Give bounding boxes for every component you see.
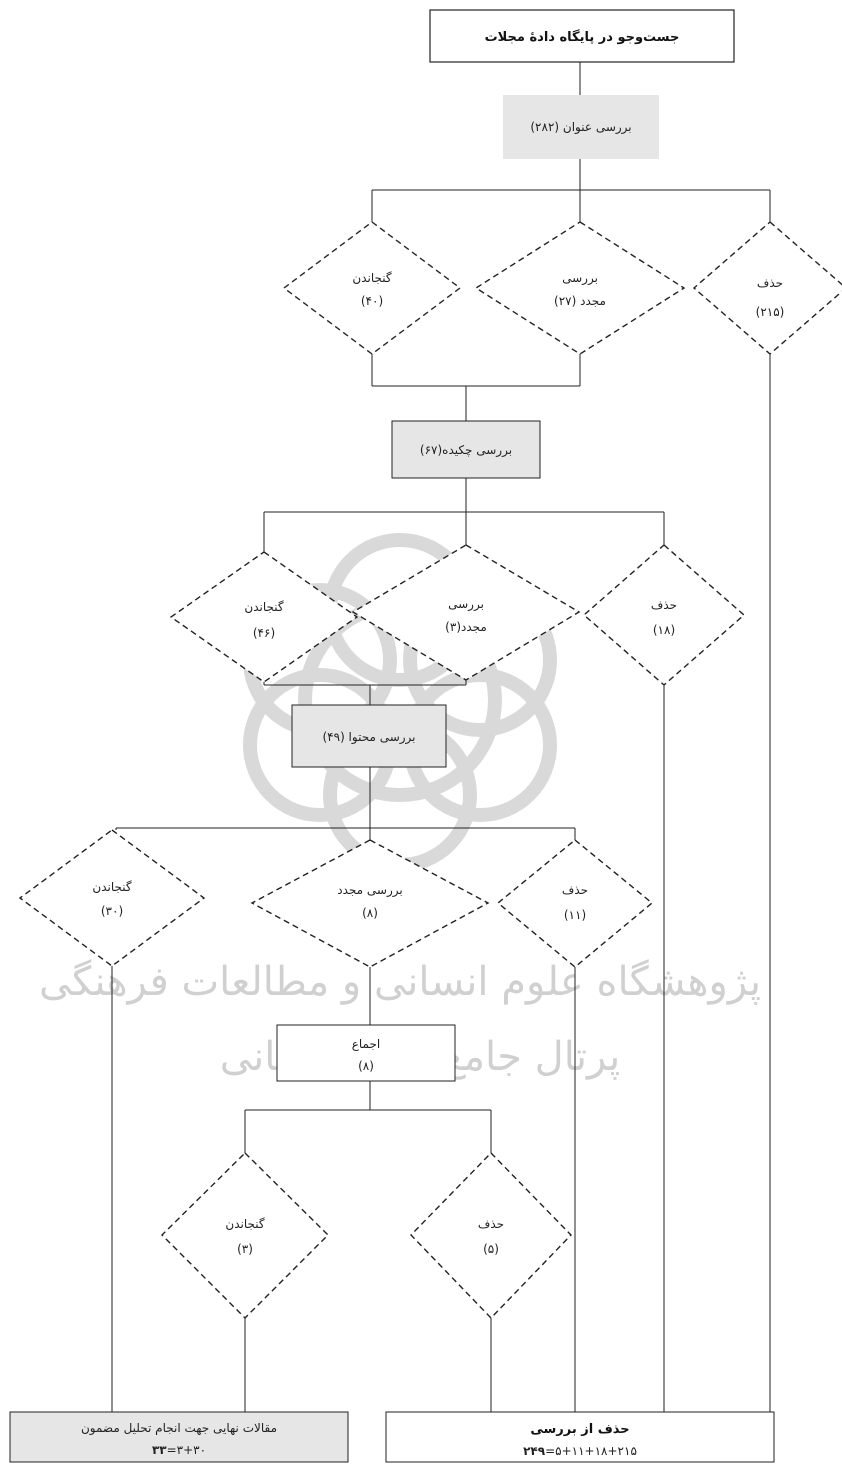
title-include-count: (۴۰): [361, 294, 383, 308]
content-delete-diamond: حذف (۱۱): [496, 839, 654, 968]
title-recheck-label: بررسی: [562, 271, 598, 286]
abstract-review-label: بررسی چکیده(۶۷): [420, 443, 512, 458]
title-review-box: بررسی عنوان (۲۸۲): [503, 95, 659, 159]
title-review-label: بررسی عنوان (۲۸۲): [530, 120, 631, 135]
abstract-recheck-diamond: بررسی مجدد(۳): [351, 544, 581, 681]
abstract-delete-count: (۱۸): [653, 623, 675, 637]
abstract-delete-diamond: حذف (۱۸): [582, 544, 746, 686]
final-articles-total: ۳۳: [152, 1443, 167, 1457]
abstract-recheck-label: بررسی: [448, 597, 484, 612]
abstract-delete-label: حذف: [651, 598, 677, 612]
consensus-label: اجماع: [352, 1037, 381, 1051]
title-delete-diamond: حذف (۲۱۵): [692, 221, 842, 355]
consensus-include-count: (۳): [237, 1242, 253, 1256]
abstract-include-count: (۴۶): [253, 626, 275, 640]
title-include-label: گنجاندن: [352, 271, 391, 285]
content-include-count: (۳۰): [101, 904, 123, 918]
excluded-sum: ۵+۱۱+۱۸+۲۱۵=: [545, 1444, 637, 1458]
consensus-delete-label: حذف: [478, 1217, 504, 1231]
title-delete-label: حذف: [757, 276, 783, 290]
consensus-delete-diamond: حذف (۵): [410, 1151, 572, 1320]
watermark-text-1: پژوهشگاه علوم انسانی و مطالعات فرهنگی: [39, 959, 761, 1005]
search-box: جست‌وجو در پایگاه دادهٔ مجلات: [429, 9, 735, 63]
consensus-delete-count: (۵): [483, 1242, 499, 1256]
abstract-review-box: بررسی چکیده(۶۷): [391, 420, 541, 479]
title-recheck-count: مجدد (۲۷): [554, 294, 606, 308]
final-articles-formula: ۳+۳۰=۳۳: [152, 1443, 206, 1457]
consensus-count: (۸): [358, 1059, 374, 1073]
final-articles-sum: ۳+۳۰=: [167, 1443, 206, 1457]
content-include-label: گنجاندن: [92, 880, 131, 894]
excluded-box: حذف از بررسی ۵+۱۱+۱۸+۲۱۵=۲۴۹: [385, 1411, 775, 1463]
excluded-total: ۲۴۹: [523, 1444, 546, 1458]
final-articles-box: مقالات نهایی جهت انجام تحلیل مضمون ۳+۳۰=…: [9, 1411, 349, 1463]
consensus-include-diamond: گنجاندن (۳): [161, 1152, 329, 1319]
content-include-diamond: گنجاندن (۳۰): [18, 829, 206, 967]
final-articles-label: مقالات نهایی جهت انجام تحلیل مضمون: [81, 1421, 277, 1436]
search-box-label: جست‌وجو در پایگاه دادهٔ مجلات: [485, 29, 680, 45]
content-delete-count: (۱۱): [564, 908, 586, 922]
content-review-box: بررسی محتوا (۴۹): [291, 704, 447, 768]
content-recheck-diamond: بررسی مجدد (۸): [250, 839, 490, 968]
excluded-formula: ۵+۱۱+۱۸+۲۱۵=۲۴۹: [523, 1444, 637, 1458]
content-recheck-label: بررسی مجدد: [337, 883, 402, 898]
abstract-include-diamond: گنجاندن (۴۶): [169, 551, 359, 683]
abstract-recheck-count: مجدد(۳): [445, 620, 487, 634]
consensus-box: اجماع (۸): [276, 1024, 456, 1082]
consensus-include-label: گنجاندن: [225, 1217, 264, 1231]
content-review-label: بررسی محتوا (۴۹): [322, 730, 415, 745]
connectors: [111, 62, 771, 1412]
content-delete-label: حذف: [562, 883, 588, 897]
title-delete-count: (۲۱۵): [756, 305, 785, 319]
excluded-label: حذف از بررسی: [530, 1422, 629, 1437]
title-include-diamond: گنجاندن (۴۰): [282, 221, 462, 355]
abstract-include-label: گنجاندن: [244, 600, 283, 614]
title-recheck-diamond: بررسی مجدد (۲۷): [474, 221, 686, 355]
content-recheck-count: (۸): [362, 906, 378, 920]
